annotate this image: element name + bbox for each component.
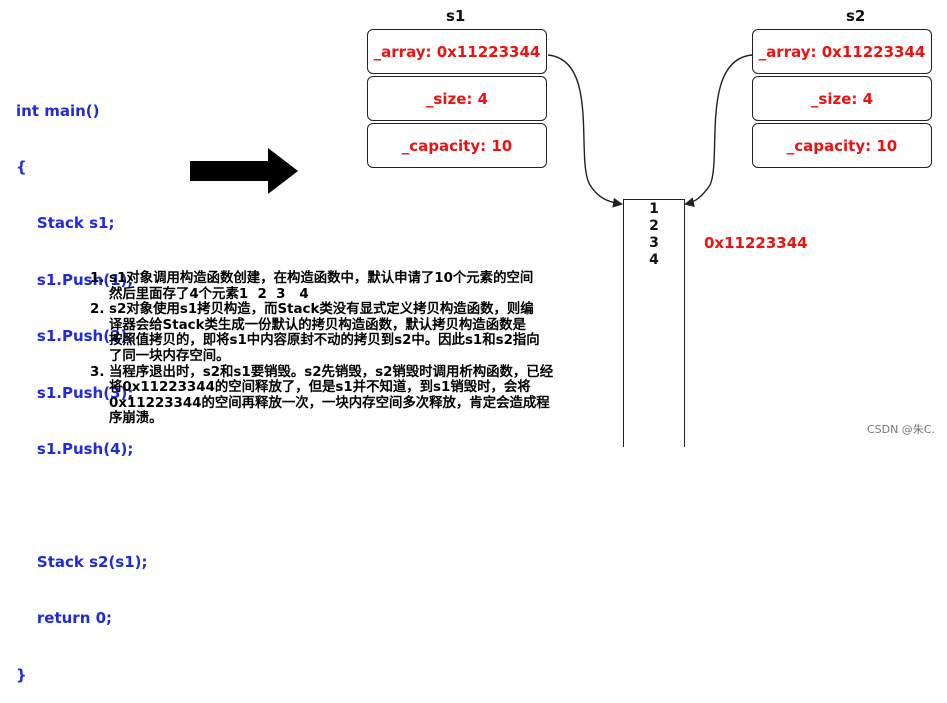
s2-capacity-field: _capacity: 10 (752, 123, 932, 168)
heap-element: 3 (649, 235, 659, 251)
s2-size-field: _size: 4 (752, 76, 932, 121)
list-item: 3. 当程序退出时，s2和s1要销毁。s2先销毁，s2销毁时调用析构函数，已经 … (90, 365, 590, 427)
s1-pointer-arrow (547, 54, 623, 208)
heap-address-label: 0x11223344 (704, 234, 808, 252)
code-line: Stack s2(s1); (16, 552, 148, 571)
heap-element: 1 (649, 201, 659, 217)
list-item-text: 当程序退出时，s2和s1要销毁。s2先销毁，s2销毁时调用析构函数，已经 将0x… (109, 364, 554, 427)
list-item-number: 3. (90, 364, 105, 380)
code-line: int main() (16, 101, 100, 120)
s1-title: s1 (446, 7, 466, 25)
list-item-text: s1对象调用构造函数创建，在构造函数中，默认申请了10个元素的空间 然后里面存了… (109, 271, 534, 302)
s2-pointer-arrow (684, 54, 753, 208)
heap-element: 4 (649, 252, 659, 268)
code-line: s1.Push(2); (16, 327, 134, 346)
s2-title: s2 (846, 7, 866, 25)
list-item-number: 2. (90, 302, 105, 318)
pointer-links (547, 54, 753, 208)
code-line: s1.Push(3); (16, 383, 134, 402)
code-line: return 0; (16, 609, 113, 628)
code-line (16, 496, 148, 515)
s1-capacity-field: _capacity: 10 (367, 123, 547, 168)
list-item-text: s2对象使用s1拷贝构造，而Stack类没有显式定义拷贝构造函数，则编 译器会给… (109, 302, 540, 364)
s1-size-field: _size: 4 (367, 76, 547, 121)
list-item-number: 1. (90, 271, 105, 286)
explanation-list: 1. s1对象调用构造函数创建，在构造函数中，默认申请了10个元素的空间 然后里… (90, 271, 590, 427)
code-line: } (16, 665, 27, 684)
heap-memory-block: 1 2 3 4 (623, 199, 685, 447)
s1-array-field: _array: 0x11223344 (367, 29, 547, 74)
heap-element: 2 (649, 218, 659, 234)
watermark: CSDN @朱C. (866, 423, 935, 436)
s2-array-field: _array: 0x11223344 (752, 29, 932, 74)
code-line: s1.Push(1); (16, 270, 134, 289)
right-arrow-icon (190, 148, 298, 194)
list-item: 2. s2对象使用s1拷贝构造，而Stack类没有显式定义拷贝构造函数，则编 译… (90, 302, 590, 364)
list-item: 1. s1对象调用构造函数创建，在构造函数中，默认申请了10个元素的空间 然后里… (90, 271, 590, 302)
code-line: { (16, 157, 27, 176)
code-line: Stack s1; (16, 214, 115, 233)
